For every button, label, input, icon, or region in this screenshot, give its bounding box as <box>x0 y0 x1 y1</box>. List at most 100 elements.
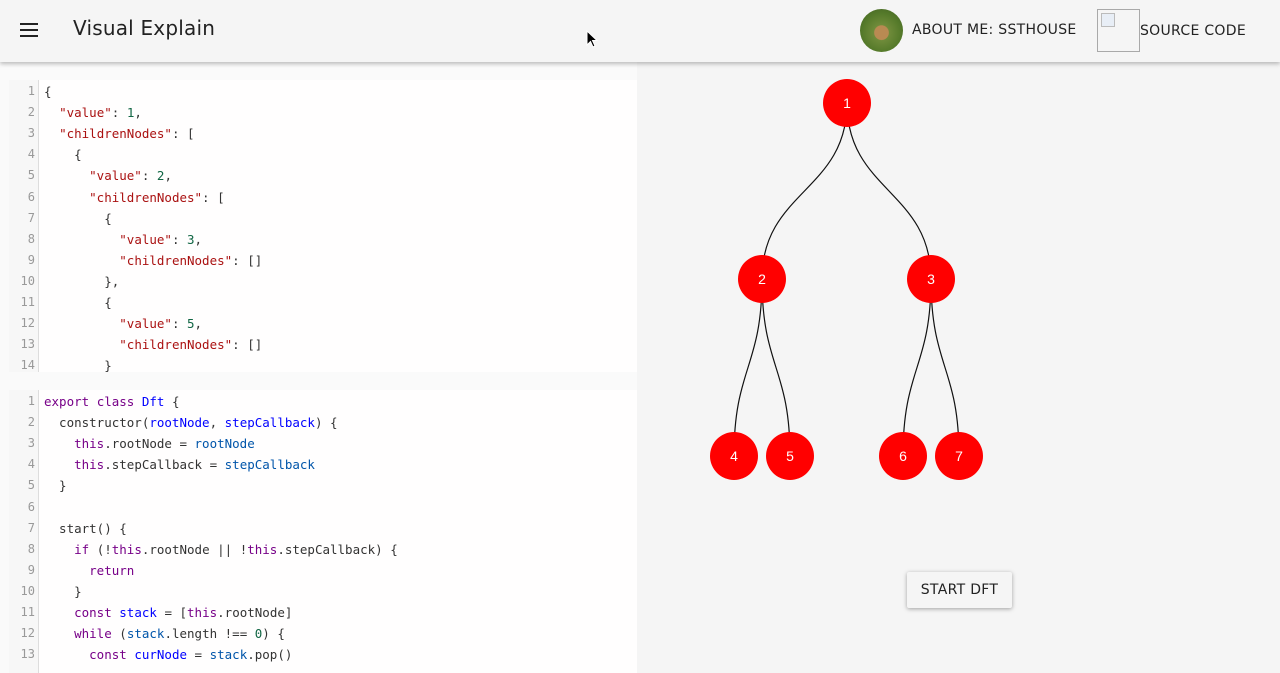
code-line: 9 "childrenNodes": [] <box>9 250 637 271</box>
code-text: } <box>44 478 67 494</box>
code-line: 12 while (stack.length !== 0) { <box>9 623 637 644</box>
json-editor[interactable]: 1{2 "value": 1,3 "childrenNodes": [4 {5 … <box>9 80 637 372</box>
code-line: 7 { <box>9 208 637 229</box>
line-number: 5 <box>27 478 35 493</box>
tree-node-5: 5 <box>766 432 814 480</box>
line-number: 6 <box>27 499 35 514</box>
tree-edge <box>930 278 960 457</box>
code-text: start() { <box>44 520 127 536</box>
code-line: 4 this.stepCallback = stepCallback <box>9 454 637 475</box>
code-line: 10 }, <box>9 271 637 292</box>
code-text: "value": 3, <box>119 231 203 247</box>
code-line: 3 "childrenNodes": [ <box>9 123 637 144</box>
tree-node-label: 3 <box>927 271 935 287</box>
code-line: 9 return <box>9 560 637 581</box>
code-line: 11 { <box>9 292 637 313</box>
tree-node-circle <box>710 432 758 480</box>
tree-node-6: 6 <box>879 432 927 480</box>
tree-node-label: 6 <box>899 448 907 464</box>
code-text: while (stack.length !== 0) { <box>74 626 285 642</box>
code-line: 10 } <box>9 581 637 602</box>
tree-node-label: 2 <box>758 271 766 287</box>
code-text: if (!this.rootNode || !this.stepCallback… <box>74 541 398 557</box>
code-text: "childrenNodes": [ <box>59 126 195 142</box>
code-line: 8 "value": 3, <box>9 229 637 250</box>
line-number: 5 <box>27 168 35 183</box>
tree-edge <box>761 102 848 280</box>
code-text: { <box>44 84 52 99</box>
code-line: 8 if (!this.rootNode || !this.stepCallba… <box>9 539 637 560</box>
avatar <box>860 8 903 52</box>
tree-node-label: 4 <box>730 448 738 464</box>
line-number: 9 <box>27 562 35 577</box>
source-code-label: SOURCE CODE <box>1140 22 1246 39</box>
app-title: Visual Explain <box>73 16 216 40</box>
code-text: const curNode = stack.pop() <box>89 647 293 663</box>
tree-edge <box>902 278 932 457</box>
code-text: } <box>44 583 82 599</box>
code-line: 7 start() { <box>9 518 637 539</box>
line-number: 12 <box>20 626 35 641</box>
tree-node-label: 5 <box>786 448 794 464</box>
code-text: "value": 2, <box>89 168 172 184</box>
visualization-panel: 1 2 3 4 5 6 7 START DFT <box>637 62 1280 673</box>
line-number: 1 <box>27 394 35 408</box>
line-number: 12 <box>20 316 35 331</box>
code-text: { <box>44 295 112 310</box>
line-number: 9 <box>27 252 35 267</box>
menu-icon[interactable] <box>14 14 46 46</box>
mouse-cursor-icon <box>586 30 598 48</box>
code-text: "childrenNodes": [] <box>119 337 263 353</box>
code-text: constructor(rootNode, stepCallback) { <box>44 415 338 431</box>
line-number: 13 <box>20 337 35 352</box>
code-text: { <box>44 210 112 226</box>
line-number: 13 <box>20 647 35 662</box>
line-number: 2 <box>27 105 35 120</box>
tree-node-4: 4 <box>710 432 758 480</box>
code-text: this.rootNode = rootNode <box>74 436 255 452</box>
code-line: 13 const curNode = stack.pop() <box>9 644 637 665</box>
code-text: } <box>44 358 112 372</box>
code-line: 5 } <box>9 475 637 496</box>
tree-node-label: 7 <box>955 448 963 464</box>
line-number: 11 <box>20 295 35 309</box>
code-line: 4 { <box>9 144 637 165</box>
code-text: export class Dft { <box>44 394 180 409</box>
line-number: 4 <box>27 147 35 162</box>
tree-node-circle <box>935 432 983 480</box>
tree-node-circle <box>738 255 786 303</box>
code-text: { <box>44 147 82 163</box>
tree-node-circle <box>907 255 955 303</box>
code-editor[interactable]: 1 export class Dft { 2 constructor(rootNod… <box>9 390 637 673</box>
line-number: 4 <box>27 457 35 472</box>
tree-node-1: 1 <box>823 79 871 127</box>
code-text: return <box>89 562 135 578</box>
source-code-link[interactable]: SOURCE CODE <box>1097 9 1246 52</box>
line-number: 11 <box>20 605 35 619</box>
line-number: 14 <box>20 358 35 372</box>
code-text: "value": 5, <box>119 316 203 332</box>
tree-diagram: 1 2 3 4 5 6 7 <box>710 79 983 480</box>
line-number: 8 <box>27 231 35 246</box>
code-panel: 1{2 "value": 1,3 "childrenNodes": [4 {5 … <box>0 62 637 673</box>
tree-node-3: 3 <box>907 255 955 303</box>
code-text: const stack = [this.rootNode] <box>74 605 293 620</box>
tree-node-circle <box>823 79 871 127</box>
code-line: 1{ <box>9 81 637 102</box>
line-number: 7 <box>27 520 35 535</box>
line-number: 7 <box>27 210 35 225</box>
code-line: 2 constructor(rootNode, stepCallback) { <box>9 412 637 433</box>
tree-node-circle <box>879 432 927 480</box>
code-text: }, <box>44 273 120 289</box>
code-line: 1 export class Dft { <box>9 391 637 412</box>
code-line: 6 "childrenNodes": [ <box>9 187 637 208</box>
start-dft-button[interactable]: START DFT <box>907 572 1012 608</box>
broken-image-icon <box>1097 9 1140 52</box>
line-number: 8 <box>27 541 35 556</box>
line-number-gutter <box>9 80 39 372</box>
about-me-link[interactable]: ABOUT ME: SSTHOUSE <box>860 8 1077 52</box>
tree-node-label: 1 <box>843 95 851 111</box>
line-number: 6 <box>27 189 35 204</box>
tree-edge <box>846 102 932 280</box>
tree-edge <box>761 278 791 457</box>
